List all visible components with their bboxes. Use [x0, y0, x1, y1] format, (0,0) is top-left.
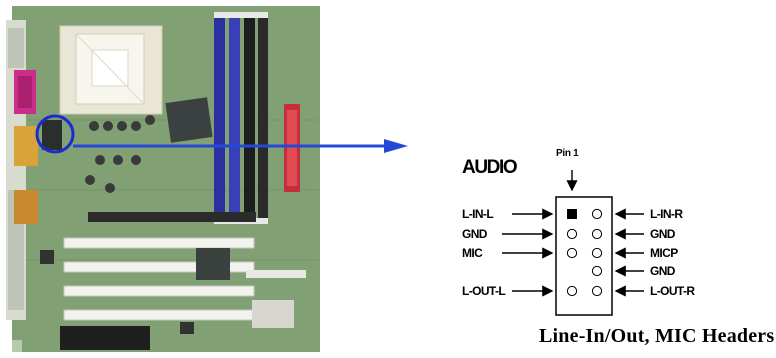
pin-label-l-in-r: L-IN-R: [650, 207, 683, 221]
pin-label-gnd-right-1: GND: [650, 227, 675, 241]
pin-1-square: [567, 209, 577, 219]
audio-connector: [502, 170, 644, 316]
audio-title: AUDIO: [462, 157, 518, 178]
motherboard-photo: [6, 6, 320, 352]
pin-label-gnd-left: GND: [462, 227, 487, 241]
pointer-arrowhead: [384, 139, 408, 153]
pin-label-micp: MICP: [650, 246, 678, 260]
pin-label-l-in-l: L-IN-L: [462, 207, 494, 221]
figure-caption: Line-In/Out, MIC Headers: [539, 325, 775, 347]
highlight-circle: [35, 114, 75, 154]
pin1-label: Pin 1: [556, 148, 579, 159]
pin-label-mic: MIC: [462, 246, 483, 260]
pin-label-gnd-right-2: GND: [650, 264, 675, 278]
pin-label-l-out-r: L-OUT-R: [650, 284, 695, 298]
pin-label-l-out-l: L-OUT-L: [462, 284, 506, 298]
